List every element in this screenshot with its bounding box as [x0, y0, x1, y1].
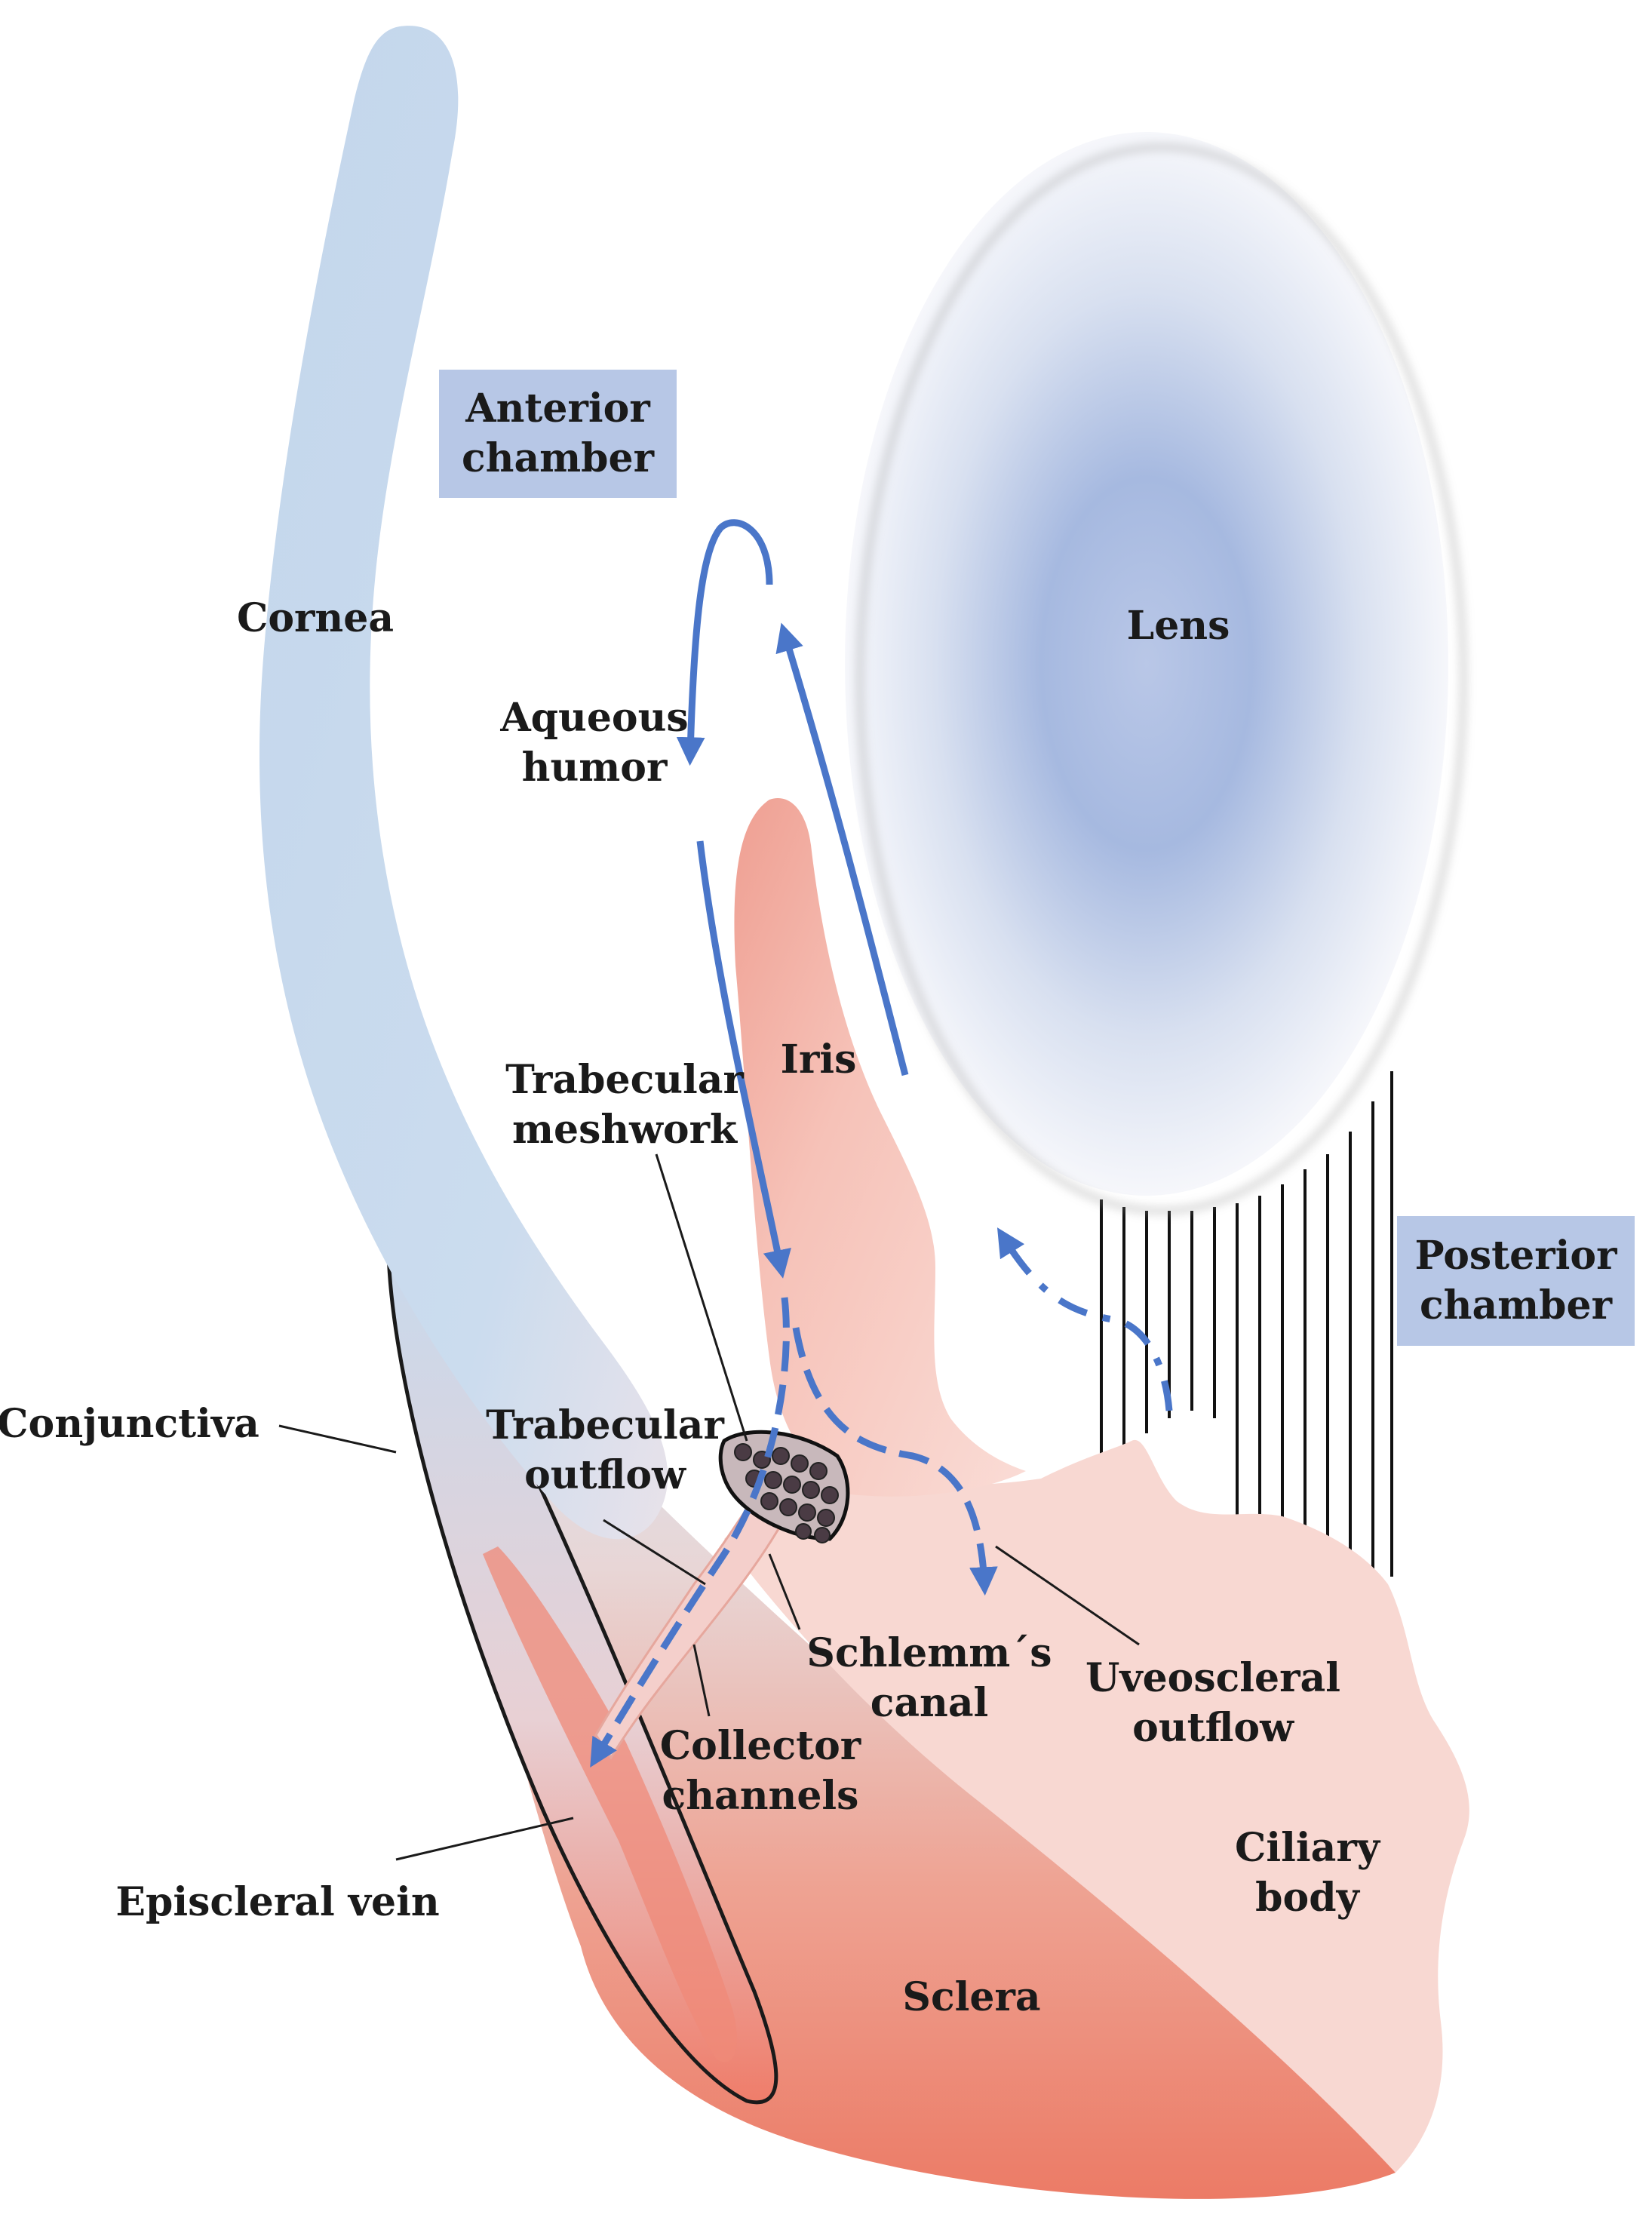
uveoscleral-outflow-label-line2: outflow: [1132, 1705, 1294, 1751]
lens-shadow: [856, 143, 1467, 1215]
aqueous-flow-arrows: [590, 519, 1173, 1768]
trabecular-meshwork-label-line2: meshwork: [511, 1107, 738, 1153]
ciliary-body-label: Ciliary body: [1235, 1823, 1380, 1923]
posterior-chamber-label-line1: Posterior: [1414, 1233, 1617, 1279]
zonule-fibers: [1100, 1071, 1393, 1577]
iris-shape: [734, 798, 1026, 1497]
episcleral-vein-shape: [483, 1546, 738, 2062]
trabecular-outflow-label-line1: Trabecular: [486, 1402, 724, 1448]
ciliary-body-label-line2: body: [1255, 1875, 1359, 1921]
trabecular-meshwork-label: Trabecular meshwork: [505, 1055, 744, 1155]
uveoscleral-outflow-label-line1: Uveoscleral: [1085, 1655, 1340, 1701]
lens-shape: [845, 132, 1448, 1196]
schlemms-canal-label: Schlemm´s canal: [806, 1629, 1052, 1728]
flow-arrow-trabecular: [590, 1297, 790, 1768]
flow-arrow-ciliary-to-posterior: [996, 1227, 1173, 1411]
trabecular-meshwork-label-line1: Trabecular: [505, 1057, 744, 1103]
posterior-chamber-box: Posterior chamber: [1397, 1216, 1635, 1346]
schlemms-canal-label-line2: canal: [870, 1680, 989, 1726]
anterior-chamber-label-line1: Anterior: [465, 385, 650, 432]
flow-arrow-uveoscleral: [792, 1327, 998, 1596]
anterior-chamber-label-line2: chamber: [461, 435, 655, 481]
collector-channels-label-line2: channels: [662, 1773, 859, 1819]
collector-channels-label: Collector channels: [660, 1721, 861, 1821]
trabecular-meshwork-shape: [718, 1430, 850, 1543]
lens-label: Lens: [1126, 603, 1230, 649]
schlemms-canal-label-line1: Schlemm´s: [806, 1630, 1052, 1676]
flow-arrow-posterior-up: [775, 622, 909, 1077]
ciliary-body-label-line1: Ciliary: [1235, 1825, 1380, 1871]
aqueous-humor-label: Aqueous humor: [500, 693, 688, 793]
leader-lines: [278, 1153, 1140, 1861]
flow-arrow-down-to-meshwork: [696, 840, 791, 1279]
cornea-label: Cornea: [236, 595, 395, 641]
collector-channels-label-line1: Collector: [659, 1723, 861, 1769]
ciliary-body-shape: [724, 1439, 1469, 2173]
posterior-chamber-label-line2: chamber: [1419, 1282, 1613, 1328]
anterior-chamber-box: Anterior chamber: [439, 370, 677, 498]
uveoscleral-outflow-label: Uveoscleral outflow: [1085, 1654, 1340, 1753]
conjunctiva-label: Conjunctiva: [0, 1401, 259, 1447]
aqueous-humor-label-line1: Aqueous: [500, 695, 689, 741]
cornea-shape: [259, 26, 668, 1540]
sclera-label: Sclera: [902, 1974, 1041, 2020]
iris-label: Iris: [780, 1037, 857, 1083]
episcleral-vein-label: Episcleral vein: [115, 1879, 440, 1925]
trabecular-outflow-label-line2: outflow: [524, 1452, 686, 1498]
aqueous-humor-label-line2: humor: [521, 745, 668, 791]
flow-arrow-anterior-loop: [676, 519, 773, 766]
trabecular-outflow-label: Trabecular outflow: [486, 1401, 724, 1500]
